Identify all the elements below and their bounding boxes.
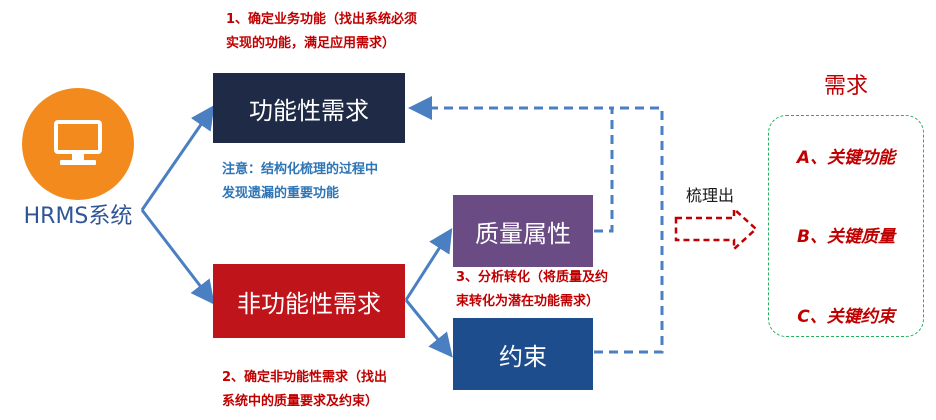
system-circle — [22, 88, 134, 200]
note-step2: 2、确定非功能性需求（找出 系统中的质量要求及约束） — [222, 366, 432, 414]
arrow-nonfunctional-to-constraint — [404, 299, 453, 358]
sort-out-arrow — [674, 206, 758, 252]
arrow-nonfunctional-to-quality — [404, 227, 453, 301]
arrow-system-to-nonfunctional — [140, 209, 215, 305]
note-step2-line2: 系统中的质量要求及约束） — [222, 394, 379, 409]
requirement-key-quality: B、关键质量 — [797, 227, 895, 247]
computer-icon — [54, 120, 102, 165]
constraints-box: 约束 — [453, 318, 593, 390]
system-label: HRMS系统 — [23, 204, 133, 229]
requirements-panel — [768, 115, 924, 337]
note-attention-line1: 注意：结构化梳理的过程中 — [222, 162, 379, 177]
note-attention: 注意：结构化梳理的过程中 发现遗漏的重要功能 — [222, 158, 432, 206]
note-step3-line1: 3、分析转化（将质量及约 — [456, 270, 609, 285]
sort-out-label: 梳理出 — [686, 186, 735, 205]
note-step3-line2: 束转化为潜在功能需求） — [456, 294, 600, 309]
requirements-title: 需求 — [823, 74, 868, 99]
note-step1-line2: 实现的功能，满足应用需求） — [226, 36, 396, 51]
requirement-key-constraint: C、关键约束 — [797, 307, 895, 327]
note-step1-line1: 1、确定业务功能（找出系统必须 — [226, 12, 418, 27]
dashed-constraint-to-functional — [594, 106, 664, 354]
note-step2-line1: 2、确定非功能性需求（找出 — [222, 370, 388, 385]
note-step1: 1、确定业务功能（找出系统必须 实现的功能，满足应用需求） — [226, 8, 466, 56]
note-attention-line2: 发现遗漏的重要功能 — [222, 186, 340, 201]
nonfunctional-requirements-box: 非功能性需求 — [213, 264, 405, 338]
dashed-quality-to-functional — [408, 96, 614, 233]
quality-attributes-box: 质量属性 — [453, 195, 593, 267]
functional-requirements-box: 功能性需求 — [213, 73, 405, 143]
requirement-key-function: A、关键功能 — [796, 148, 896, 168]
arrow-system-to-functional — [140, 105, 215, 211]
note-step3: 3、分析转化（将质量及约 束转化为潜在功能需求） — [456, 266, 676, 314]
